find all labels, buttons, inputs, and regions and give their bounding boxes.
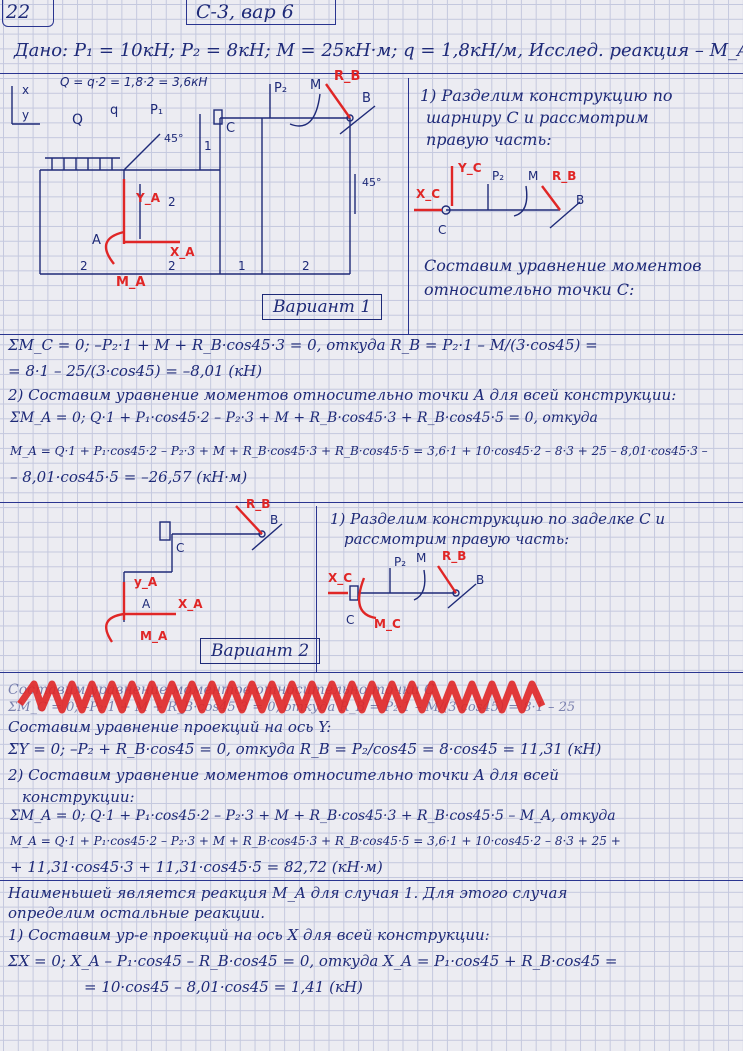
struck-line-2: ΣM_C = 0; –P₂·1 + M + R_B·cos45·3 = 0, о… <box>8 700 576 715</box>
diagram-variant-2: R_B B C A y_A X_A M_A <box>104 497 283 644</box>
d2-A: A <box>142 597 151 611</box>
label-C: C <box>226 121 235 136</box>
fb2-P2: P₂ <box>394 555 406 569</box>
proj-intro: Составим уравнение проекций на ось Y: <box>8 718 332 736</box>
eq-MC: ΣM_C = 0; –P₂·1 + M + R_B·cos45·3 = 0, о… <box>8 336 598 354</box>
free-body-diagram-1: X_C Y_C P₂ M R_B C B <box>414 161 584 237</box>
fb1-B: B <box>576 193 584 207</box>
conclusion-line2: определим остальные реакции. <box>8 904 265 922</box>
fb2-M: M <box>416 551 426 565</box>
fb2-XC: X_C <box>328 571 352 586</box>
separator-5 <box>0 880 743 881</box>
dim-height-1: 1 <box>204 139 212 153</box>
label-XA: X_A <box>170 245 195 260</box>
d2-C: C <box>176 541 184 555</box>
problem-number-box <box>2 0 54 27</box>
label-MA: M_A <box>116 275 146 290</box>
free-body-diagram-2: X_C P₂ M R_B B C M_C <box>328 549 484 632</box>
step1-line1: 1) Разделим конструкцию по <box>420 86 673 105</box>
dim-3: 1 <box>238 259 246 273</box>
block2-step1-line1: 1) Разделим конструкцию по заделке C и <box>330 510 666 528</box>
block2-step2-line1: 2) Составим уравнение моментов относител… <box>8 766 559 784</box>
label-P2: P₂ <box>274 81 287 96</box>
fb2-C: C <box>346 613 354 627</box>
label-M: M <box>310 78 321 93</box>
block2-step1-line2: рассмотрим правую часть: <box>344 530 570 548</box>
label-q: q <box>110 103 118 118</box>
conclusion-line1: Наименьшей является реакция M_A для случ… <box>8 884 568 902</box>
eq-MC-result: = 8·1 – 25/(3·cos45) = –8,01 (кН) <box>8 362 263 380</box>
vertical-divider-1 <box>408 78 409 334</box>
fb1-C: C <box>438 223 446 237</box>
fb2-B: B <box>476 573 484 587</box>
vertical-divider-2 <box>316 506 317 672</box>
eq-MA-1: ΣM_A = 0; Q·1 + P₁·cos45·2 – P₂·3 + M + … <box>10 410 598 426</box>
structure-frame-1 <box>11 84 376 275</box>
label-YA: Y_A <box>135 191 161 206</box>
label-P1: P₁ <box>150 103 163 118</box>
eq-MA-calc-2: M_A = Q·1 + P₁·cos45·2 – P₂·3 + M + R_B·… <box>10 834 621 848</box>
variant-box <box>186 0 336 25</box>
fb1-RB: R_B <box>552 169 576 184</box>
fb1-M: M <box>528 169 538 183</box>
separator-3 <box>0 502 743 503</box>
fb1-XC: X_C <box>416 187 440 202</box>
step2-moment-A: 2) Составим уравнение моментов относител… <box>8 386 677 404</box>
dim-4: 2 <box>302 259 310 273</box>
label-RB: R_B <box>334 69 360 84</box>
moment-intro-line2: относительно точки C: <box>424 280 635 299</box>
angle-45-1: 45° <box>164 132 184 145</box>
eq-MA-calc-1: M_A = Q·1 + P₁·cos45·2 – P₂·3 + M + R_B·… <box>10 444 708 458</box>
eq-X-result: = 10·cos45 – 8,01·cos45 = 1,41 (кН) <box>84 978 363 996</box>
d2-XA: X_A <box>178 597 203 612</box>
eq-Y: ΣY = 0; –P₂ + R_B·cos45 = 0, откуда R_B … <box>8 740 602 758</box>
dim-2: 2 <box>168 259 176 273</box>
fb2-RB: R_B <box>442 549 466 564</box>
separator-4 <box>0 672 743 673</box>
q-formula: Q = q·2 = 1,8·2 = 3,6кН <box>60 75 207 89</box>
caption-variant-1: Вариант 1 <box>262 294 383 320</box>
d2-B: B <box>270 513 278 527</box>
problem-number: 22 <box>6 1 31 23</box>
reaction-arrows-1 <box>104 83 351 265</box>
angle-45-2: 45° <box>362 176 382 189</box>
fb1-YC: Y_C <box>457 161 482 176</box>
dim-height-2: 2 <box>168 195 176 209</box>
separator-1 <box>0 73 743 74</box>
step1-line3: правую часть: <box>426 130 552 149</box>
eq-MA-2: ΣM_A = 0; Q·1 + P₁·cos45·2 – P₂·3 + M + … <box>10 808 616 824</box>
d2-RB: R_B <box>246 497 270 512</box>
conclusion-step1: 1) Составим ур-е проекций на ось X для в… <box>8 926 490 944</box>
moment-intro-line1: Составим уравнение моментов <box>424 256 702 275</box>
eq-MA-result-2: + 11,31·cos45·3 + 11,31·cos45·5 = 82,72 … <box>10 858 383 876</box>
eq-X: ΣX = 0; X_A – P₁·cos45 – R_B·cos45 = 0, … <box>8 952 618 970</box>
eq-MA-result-1: – 8,01·cos45·5 = –26,57 (кН·м) <box>10 468 248 486</box>
fb1-P2: P₂ <box>492 169 504 183</box>
axis-x-label: x <box>22 83 29 97</box>
separator-2 <box>0 334 743 335</box>
label-Q: Q <box>72 112 83 128</box>
dim-1: 2 <box>80 259 88 273</box>
caption-variant-2: Вариант 2 <box>200 638 321 664</box>
block2-step2-line2: конструкции: <box>22 788 135 806</box>
d2-YA: y_A <box>134 575 158 590</box>
step1-line2: шарниру C и рассмотрим <box>426 108 649 127</box>
red-scribble <box>17 680 546 714</box>
diagram-variant-1: Q = q·2 = 1,8·2 = 3,6кН x y Q q P₁ P₂ M … <box>11 69 382 290</box>
variant-title: С-3, вар 6 <box>196 1 294 23</box>
label-B: B <box>362 91 371 106</box>
label-A: A <box>92 233 101 248</box>
d2-MA: M_A <box>140 629 168 644</box>
axis-y-label: y <box>22 108 29 122</box>
given-line: Дано: P₁ = 10кН; P₂ = 8кН; M = 25кН·м; q… <box>14 40 743 61</box>
fb2-MC: M_C <box>374 617 401 632</box>
